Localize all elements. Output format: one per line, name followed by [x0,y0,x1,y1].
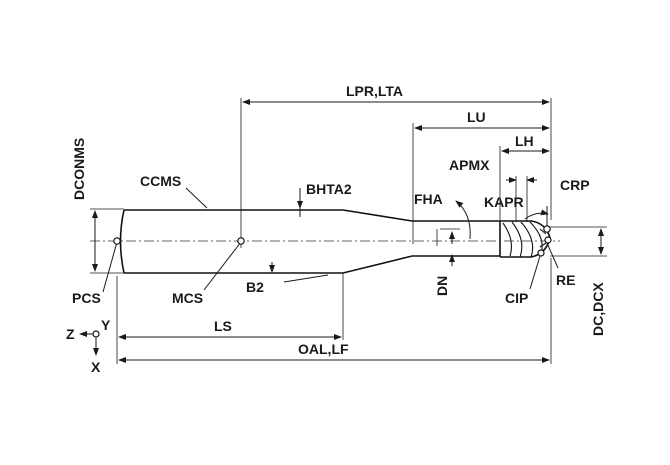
flute-line-3 [520,221,534,258]
axis-label-y: Y [101,317,111,333]
dim-apmx [506,176,537,222]
cip-point [537,249,545,257]
label-ccms: CCMS [140,173,181,189]
label-ls: LS [214,318,232,334]
label-mcs: MCS [172,290,203,306]
label-b2: B2 [246,279,264,295]
tool-outline [119,209,551,274]
dim-dc-dcx [550,226,607,257]
axis-label-x: X [91,359,101,375]
dim-lh [499,146,550,220]
dim-ls [116,273,344,364]
dim-lpr-lta [240,98,552,248]
leader-mcs [203,241,242,291]
leader-pcs [102,241,118,293]
dim-lu [412,123,550,244]
shank-top-edge [124,209,500,222]
label-dconms: DCONMS [71,138,87,200]
flute-line-1 [502,222,512,257]
shank-bottom-edge [124,255,500,274]
flute-line-4 [529,221,543,255]
re-point [544,236,552,244]
dim-dn [440,228,460,266]
label-crp: CRP [560,177,590,193]
axis-label-z: Z [66,326,75,342]
mcs-point [237,237,245,245]
label-fha: FHA [414,191,443,207]
label-cip: CIP [505,290,528,306]
pcs-point [113,237,121,245]
shank-back-face [119,209,125,274]
label-lh: LH [515,133,534,149]
label-bhta2: BHTA2 [306,181,352,197]
leader-ccms [185,187,208,209]
label-apmx: APMX [449,157,490,173]
dim-kapr [524,209,549,220]
label-pcs: PCS [72,290,101,306]
label-re: RE [556,272,575,288]
label-lpr-lta: LPR,LTA [346,83,403,99]
leader-cip [529,255,541,290]
flute-line-2 [511,221,523,258]
label-oal-lf: OAL,LF [298,341,349,357]
dim-oal-lf [118,258,552,364]
label-dn: DN [434,276,450,296]
corner-edges [539,228,547,248]
dim-b2 [269,262,329,283]
dim-dconms [90,208,124,274]
label-kapr: KAPR [484,194,524,210]
label-lu: LU [467,109,486,125]
dim-fha [436,200,471,246]
leader-re [546,242,559,269]
coordinate-axes-icon [79,330,100,356]
crp-point [543,225,551,233]
label-dc-dcx: DC,DCX [590,282,606,336]
